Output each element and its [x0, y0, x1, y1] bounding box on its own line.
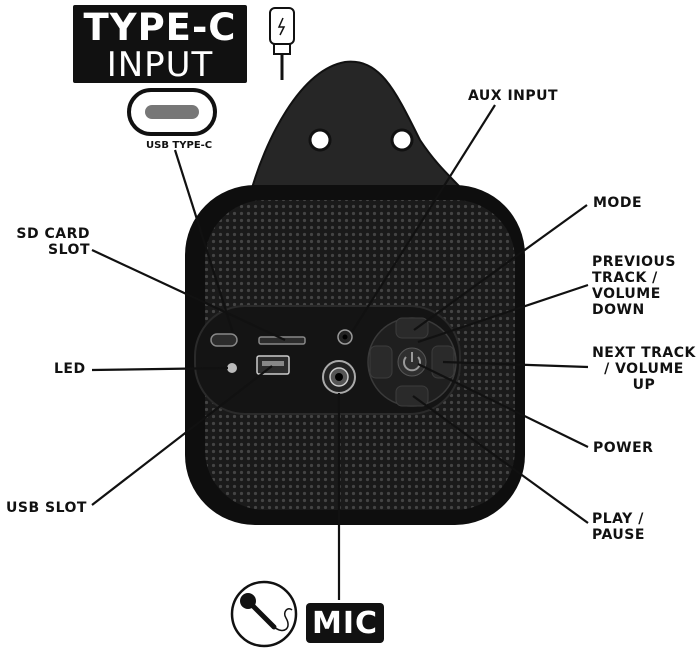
- label-power: POWER: [593, 440, 654, 456]
- button-cluster: [367, 317, 457, 407]
- microphone-icon: [230, 580, 298, 648]
- pointer-aux: [351, 104, 496, 333]
- pointer-usb: [91, 365, 273, 506]
- label-mode: MODE: [593, 195, 643, 211]
- mode-button[interactable]: [395, 317, 429, 339]
- pointer-typec: [173, 149, 235, 334]
- pointer-play: [412, 395, 589, 524]
- pointer-led: [91, 366, 229, 372]
- label-next-track: NEXT TRACK / VOLUME UP: [592, 345, 696, 393]
- pointer-sd: [91, 249, 286, 341]
- handle-hole-left: [308, 128, 332, 152]
- speaker-handle: [248, 60, 473, 200]
- sd-card-port: [258, 336, 306, 345]
- handle-hole-right: [390, 128, 414, 152]
- pointer-power: [417, 363, 589, 448]
- type-c-input-badge: TYPE-C INPUT: [73, 5, 247, 83]
- usb-c-port: [210, 333, 238, 347]
- led-light: [227, 363, 237, 373]
- previous-button[interactable]: [369, 345, 393, 379]
- label-play-pause: PLAY / PAUSE: [592, 511, 645, 543]
- label-usb-slot: USB SLOT: [6, 500, 87, 516]
- power-icon: [403, 356, 421, 372]
- usb-c-cable-icon: [269, 7, 295, 80]
- type-c-badge-line1: TYPE-C: [83, 6, 237, 49]
- usb-type-c-caption: USB TYPE-C: [146, 140, 213, 151]
- pointer-mode: [413, 204, 588, 331]
- mic-badge: MIC: [306, 603, 384, 643]
- label-sd-card-slot: SD CARD SLOT: [16, 226, 90, 258]
- type-c-badge-line2: INPUT: [106, 45, 214, 85]
- pointer-lines: [91, 104, 589, 600]
- label-previous-track: PREVIOUS TRACK / VOLUME DOWN: [592, 254, 677, 318]
- pointer-next: [442, 360, 589, 369]
- label-aux-input: AUX INPUT: [468, 88, 559, 104]
- label-led: LED: [54, 361, 86, 377]
- pointer-previous: [417, 283, 589, 344]
